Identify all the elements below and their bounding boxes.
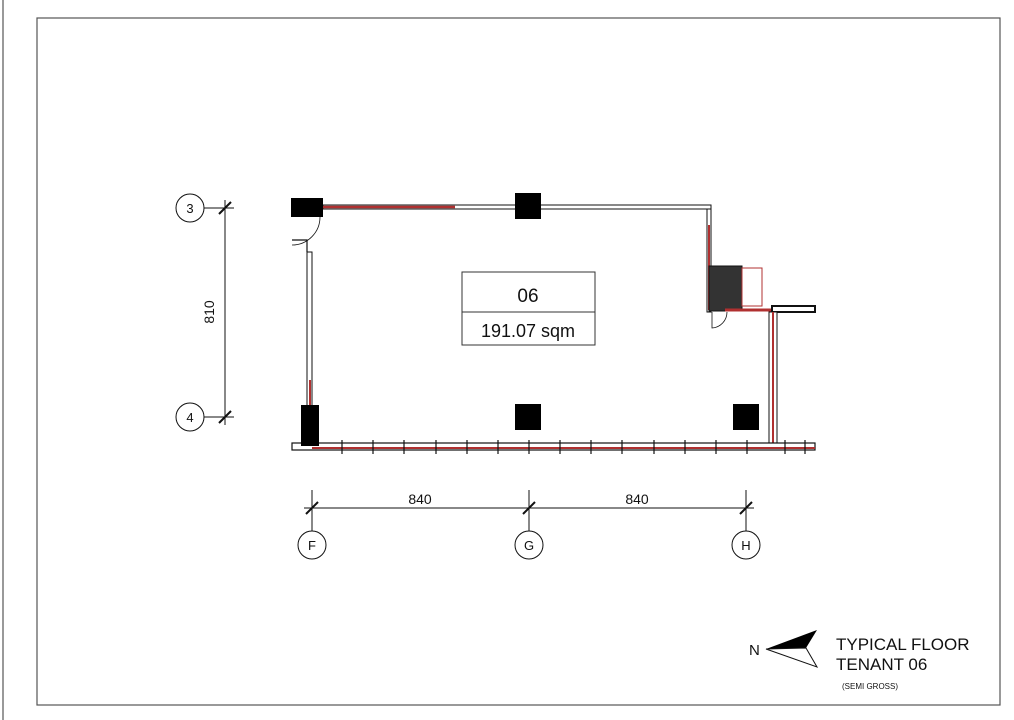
grid-bubble-f: F (308, 538, 316, 553)
grid-bubble-g: G (524, 538, 534, 553)
dimension-810: 810 (201, 300, 217, 324)
unit-number: 06 (517, 286, 538, 307)
floor-plan (291, 193, 816, 454)
north-arrow-icon (765, 630, 819, 668)
unit-label: 06 191.07 sqm (461, 271, 596, 346)
row-grid (175, 193, 234, 432)
unit-area: 191.07 sqm (481, 321, 575, 341)
north-label: N (749, 642, 760, 659)
title-line1: TYPICAL FLOOR (836, 635, 970, 654)
grid-bubble-3: 3 (186, 201, 193, 216)
structural-columns (291, 193, 759, 446)
title-line2: TENANT 06 (836, 655, 927, 674)
dimension-840-right: 840 (625, 491, 649, 507)
title-note: (SEMI GROSS) (842, 682, 898, 691)
grid-bubble-h: H (741, 538, 750, 553)
sheet-frame (36, 17, 1001, 706)
stair-hatch (708, 265, 743, 312)
dimension-840-left: 840 (408, 491, 432, 507)
grid-bubble-4: 4 (186, 410, 193, 425)
column-grid (297, 490, 761, 560)
